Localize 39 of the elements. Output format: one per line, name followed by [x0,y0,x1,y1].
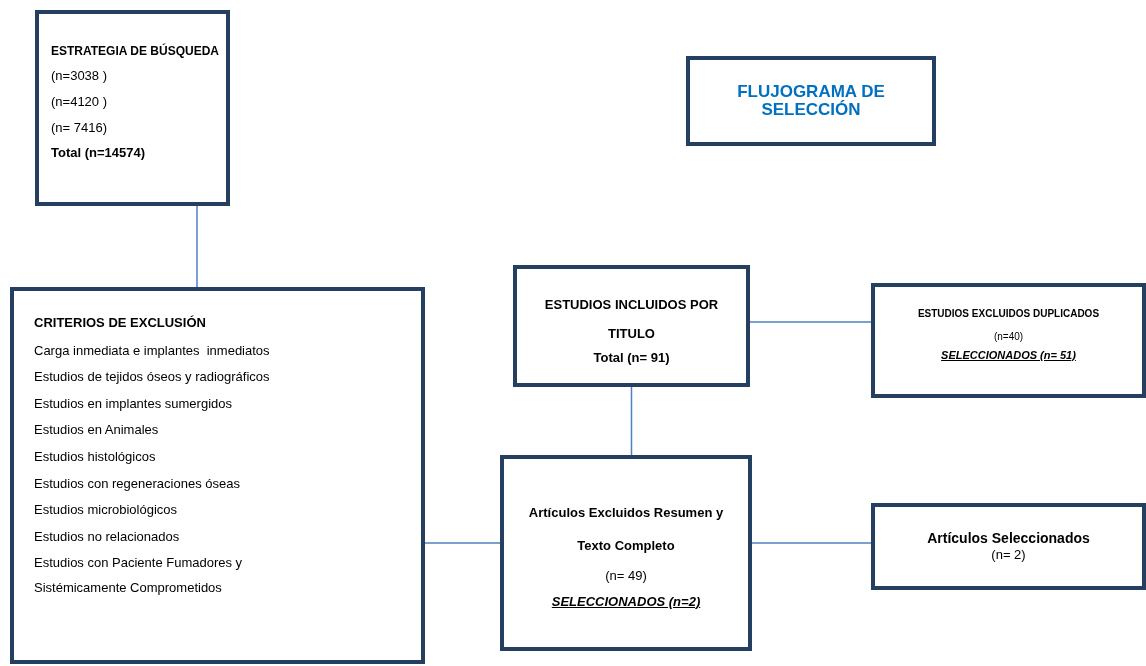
box-text: (n=3038 ) [51,68,107,84]
box-text: (n=40) [993,331,1024,343]
connector-line [751,542,872,544]
box-text: Estudios histológicos [34,448,156,465]
process-box [686,56,936,146]
box-text: (n= 7416) [51,119,107,136]
box-text: (n= 49) [605,568,647,584]
box-text: SELECCIONADOS (n= 51) [941,349,1076,363]
box-text: SELECCIONADOS (n=2) [551,593,701,610]
process-box [10,287,425,664]
process-box [871,283,1146,398]
box-text: Estudios de tejidos óseos y radiográficos [34,369,270,385]
box-text: ESTUDIOS EXCLUIDOS DUPLICADOS [917,307,1100,321]
connector-line [424,542,501,544]
box-text: FLUJOGRAMA DE SELECCIÓN [736,83,886,119]
box-text: Estudios microbiológicos [34,502,178,518]
box-text: CRITERIOS DE EXCLUSIÓN [34,315,206,331]
box-text: Sistémicamente Comprometidos [34,579,222,596]
process-box [871,503,1146,590]
box-text: Artículos Seleccionados [927,530,1090,548]
box-text: Artículos Excluidos Resumen y Texto Completo [527,504,725,555]
box-text: ESTUDIOS INCLUIDOS POR TITULO [543,296,720,343]
connector-line [196,205,198,288]
box-text: Estudios con Paciente Fumadores y [34,555,243,571]
process-box [35,10,230,206]
box-text: Estudios en implantes sumergidos [34,395,232,412]
box-text: (n= 2) [991,547,1026,563]
box-text: Estudios no relacionados [34,528,180,545]
connector-line [749,321,872,323]
box-text: Estudios con regeneraciones óseas [34,475,240,492]
box-text: Carga inmediata e implantes inmediatos [34,342,270,359]
process-box [513,265,750,387]
box-text: Total (n=14574) [51,145,146,161]
box-text: Estudios en Animales [34,422,159,438]
connector-line [630,386,633,456]
box-text: (n=4120 ) [51,94,107,110]
process-box [500,455,752,651]
box-text: Total (n= 91) [593,350,670,366]
box-text: ESTRATEGIA DE BÚSQUEDA [51,44,219,59]
